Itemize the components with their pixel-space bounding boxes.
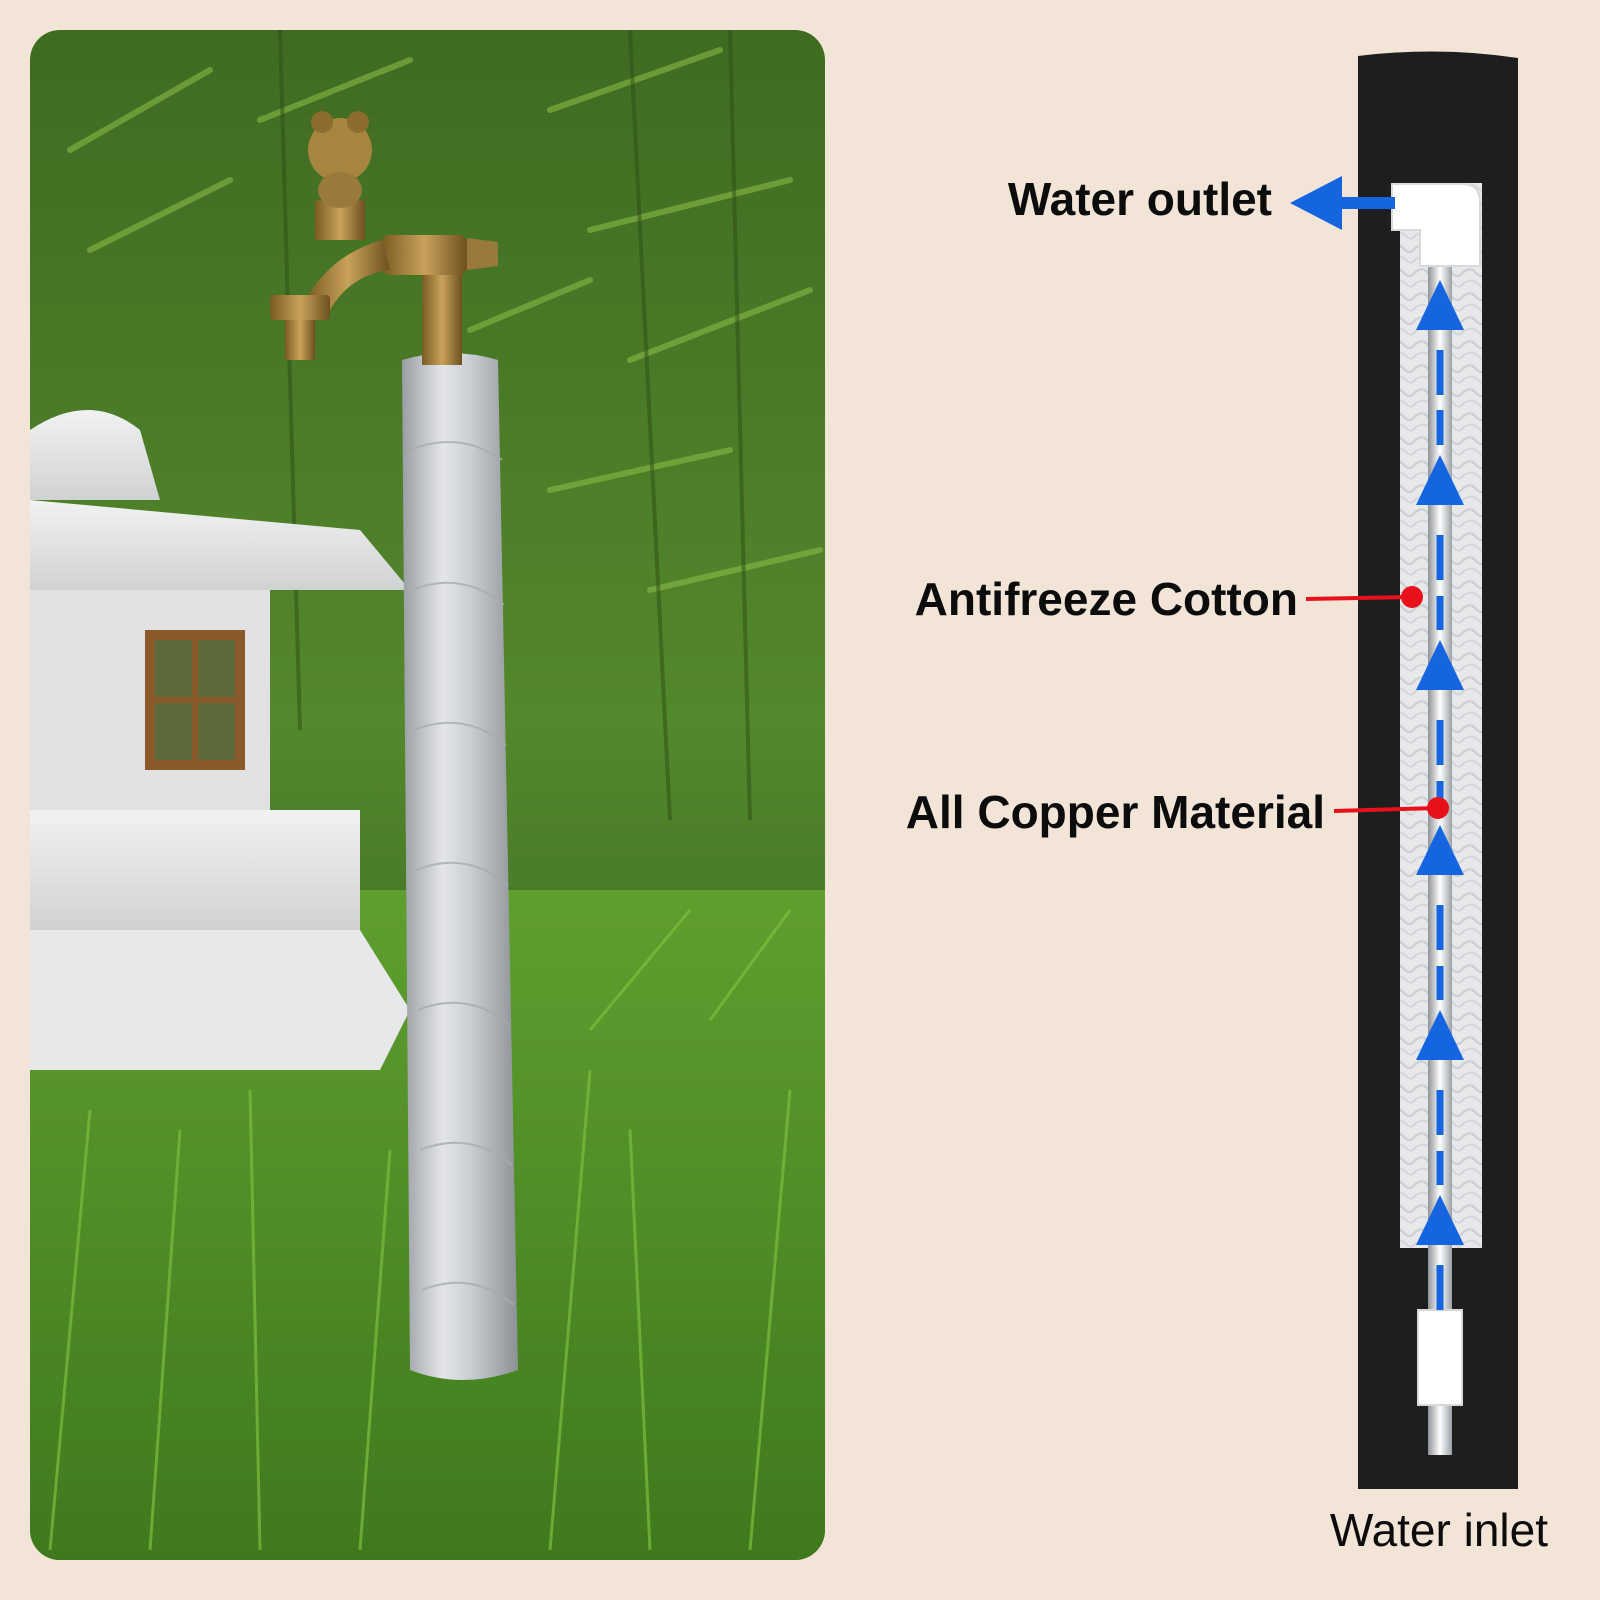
antifreeze-cotton-label: Antifreeze Cotton bbox=[914, 573, 1298, 625]
callout-dot-icon bbox=[1427, 797, 1449, 819]
flow-arrow-icon bbox=[1416, 1195, 1464, 1245]
flow-arrow-icon bbox=[1416, 825, 1464, 875]
outlet-arrow-icon bbox=[1290, 176, 1395, 230]
stone-lantern bbox=[30, 410, 410, 1070]
flow-arrow-icon bbox=[1416, 1010, 1464, 1060]
water-inlet-label: Water inlet bbox=[1329, 1504, 1548, 1556]
callout-dot-icon bbox=[1401, 586, 1423, 608]
flow-arrow-icon bbox=[1416, 640, 1464, 690]
copper-material-label: All Copper Material bbox=[905, 786, 1325, 838]
inlet-fitting bbox=[1417, 1309, 1463, 1406]
garden-photo-illustration bbox=[30, 30, 825, 1560]
insulated-faucet-pole bbox=[402, 353, 518, 1380]
elbow-fitting bbox=[1391, 183, 1481, 267]
product-photo bbox=[30, 30, 825, 1560]
flow-arrow-icon bbox=[1416, 280, 1464, 330]
brass-faucet bbox=[270, 111, 498, 365]
water-outlet-label: Water outlet bbox=[1007, 173, 1272, 225]
flow-arrow-icon bbox=[1416, 455, 1464, 505]
